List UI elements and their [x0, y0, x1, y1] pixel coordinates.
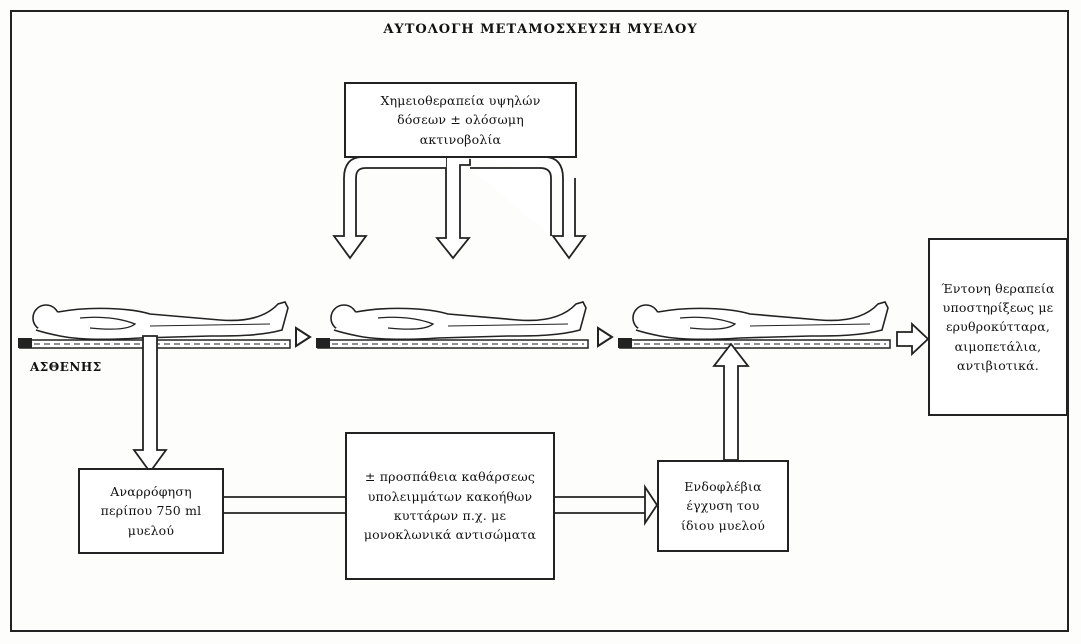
triangle-arrow-2 [598, 328, 612, 346]
chemo-arrows [334, 157, 585, 258]
support-arrow [897, 324, 928, 354]
aspiration-text: Αναρρόφηση περίπου 750 ml μυελού [101, 482, 202, 540]
support-text: Έντονη θεραπεία υποστηρίξεως με ερυθροκύ… [941, 279, 1054, 376]
support-box: Έντονη θεραπεία υποστηρίξεως με ερυθροκύ… [928, 238, 1068, 416]
purging-text: ± προσπάθεια καθάρσεως υπολειμμάτων κακο… [364, 467, 536, 545]
aspiration-arrow [134, 336, 166, 472]
patient-figure-3 [618, 302, 890, 348]
chemo-box: Χημειοθεραπεία υψηλών δόσεων ± ολόσωμη α… [344, 82, 577, 158]
triangle-arrow-1 [296, 328, 310, 346]
diagram-title: ΑΥΤΟΛΟΓΗ ΜΕΤΑΜΟΣΧΕΥΣΗ ΜΥΕΛΟΥ [0, 22, 1081, 37]
aspiration-box: Αναρρόφηση περίπου 750 ml μυελού [78, 468, 224, 554]
purging-box: ± προσπάθεια καθάρσεως υπολειμμάτων κακο… [345, 432, 555, 580]
patient-label: ΑΣΘΕΝΗΣ [30, 360, 102, 374]
infusion-text: Ενδοφλέβια έγχυση του ίδιου μυελού [681, 477, 765, 535]
patient-figure-2 [316, 302, 588, 348]
chemo-text: Χημειοθεραπεία υψηλών δόσεων ± ολόσωμη α… [380, 91, 540, 149]
infusion-box: Ενδοφλέβια έγχυση του ίδιου μυελού [657, 460, 789, 552]
infusion-arrow [714, 344, 748, 460]
